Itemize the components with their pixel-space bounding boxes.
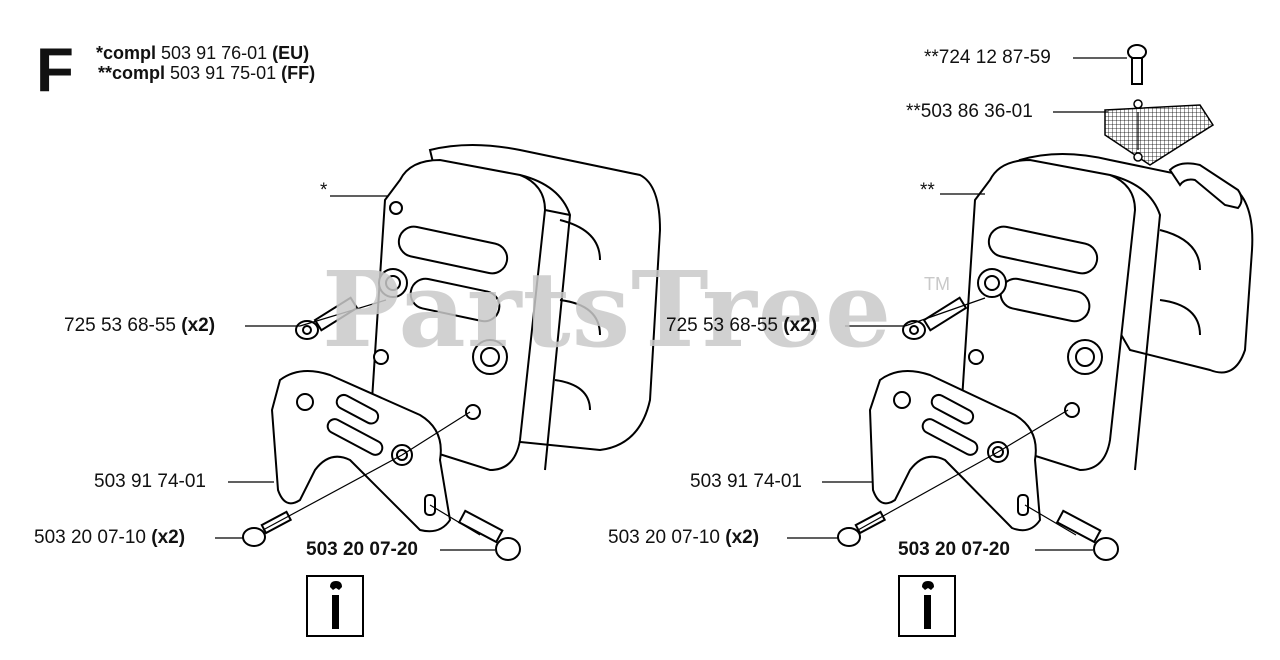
left-screw-drawing <box>295 296 359 340</box>
left-bolt-small-drawing <box>242 510 293 547</box>
wrench-info-icon-glyph <box>330 581 342 629</box>
left-bolt-small-label[interactable]: 503 20 07-10 (x2) <box>34 528 185 547</box>
right-bolt-small-qty: (x2) <box>725 527 760 548</box>
right-bracket-label[interactable]: 503 91 74-01 <box>690 471 802 492</box>
left-muffler-drawing <box>370 144 662 472</box>
right-bolt-small-drawing <box>837 510 887 547</box>
header-line-ff: **compl 503 91 75-01 (FF) <box>98 64 315 83</box>
right-muffler-drawing <box>960 153 1254 472</box>
right-screen-drawing <box>1104 99 1215 166</box>
right-screw-label[interactable]: 725 53 68-55 (x2) <box>666 316 817 335</box>
right-leader-lines <box>787 57 1139 551</box>
left-bolt-large-drawing <box>457 509 521 561</box>
watermark: PartsTree <box>322 248 893 371</box>
left-screw-qty: (x2) <box>181 315 216 336</box>
header-ff-prefix: **compl <box>98 63 166 83</box>
left-bolt-small-qty: (x2) <box>151 527 186 548</box>
right-screw-qty: (x2) <box>783 315 818 336</box>
left-screw-number: 725 53 68-55 <box>64 315 176 336</box>
right-marker-label: ** <box>920 180 935 201</box>
header-eu-number: 503 91 76-01 <box>161 43 268 63</box>
wrench-info-icon[interactable] <box>306 575 364 637</box>
header-line-eu: *compl 503 91 76-01 (EU) <box>96 44 309 63</box>
left-screw-label[interactable]: 725 53 68-55 (x2) <box>64 316 215 335</box>
wrench-info-icon-glyph <box>922 581 934 629</box>
right-top-screw-label[interactable]: **724 12 87-59 <box>924 47 1051 68</box>
header-ff-suffix: (FF) <box>281 63 316 83</box>
header-eu-suffix: (EU) <box>272 43 310 63</box>
watermark-trademark: TM <box>924 274 950 294</box>
right-bolt-large-label[interactable]: 503 20 07-20 <box>898 539 1010 560</box>
left-bolt-small-number: 503 20 07-10 <box>34 527 146 548</box>
left-bracket-drawing <box>270 370 452 533</box>
right-bolt-large-drawing <box>1055 509 1119 561</box>
left-bracket-label[interactable]: 503 91 74-01 <box>94 471 206 492</box>
header-eu-prefix: *compl <box>96 43 157 63</box>
left-bolt-large-label[interactable]: 503 20 07-20 <box>306 539 418 560</box>
right-bolt-small-number: 503 20 07-10 <box>608 527 720 548</box>
right-top-screw-drawing <box>1127 44 1147 85</box>
left-leader-lines <box>215 195 495 551</box>
right-screw-drawing <box>902 296 968 340</box>
section-letter: F <box>36 36 74 105</box>
wrench-info-icon[interactable] <box>898 575 956 637</box>
right-bracket-drawing <box>868 370 1042 532</box>
left-marker-label: * <box>320 180 328 201</box>
right-screw-number: 725 53 68-55 <box>666 315 778 336</box>
right-bolt-small-label[interactable]: 503 20 07-10 (x2) <box>608 528 759 547</box>
right-screen-label[interactable]: **503 86 36-01 <box>906 101 1033 122</box>
header-ff-number: 503 91 75-01 <box>170 63 277 83</box>
